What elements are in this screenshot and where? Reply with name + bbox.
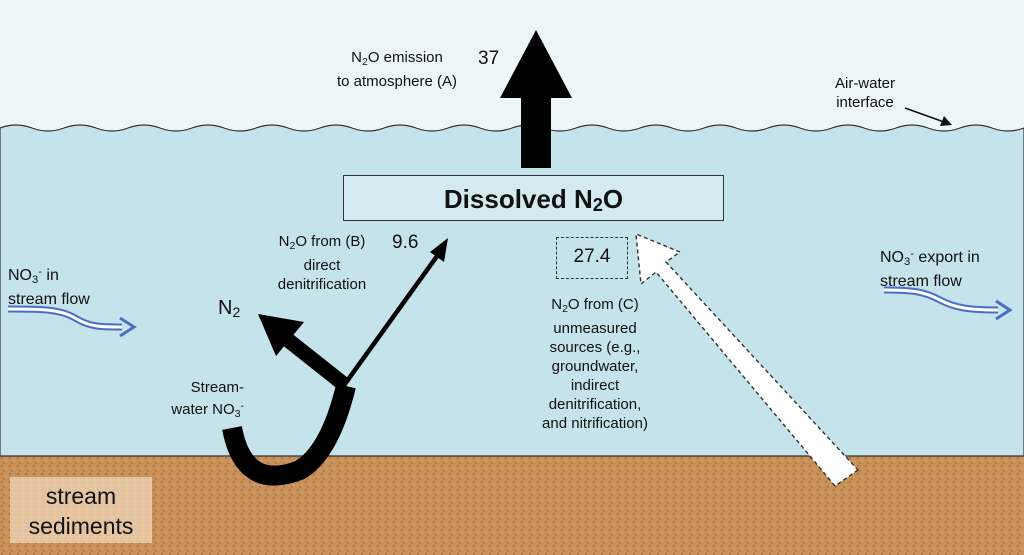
- unmeasured-value-box: 27.4: [556, 237, 628, 279]
- direct-arrow-shaft: [340, 250, 442, 390]
- emission-arrow: [500, 30, 572, 168]
- n2-arrow-shaft: [283, 334, 351, 392]
- unmeasured-arrow: [635, 232, 860, 487]
- direct-value: 9.6: [392, 232, 419, 253]
- direct-arrow-head: [430, 238, 448, 262]
- sediment-region: [0, 456, 1024, 555]
- direct-label: N2O from (B) direct denitrification: [277, 233, 367, 293]
- inflow-flow-arrow: [7, 305, 137, 338]
- air-region: [0, 0, 1024, 135]
- streamwater-hook: [222, 383, 356, 486]
- export-flow-arrow: [883, 286, 1013, 321]
- interface-pointer: [904, 107, 945, 123]
- n2-arrow-head: [258, 314, 304, 356]
- streamwater-no3-label: Stream- water NO3-: [171, 379, 244, 420]
- interface-pointer-head: [940, 116, 952, 126]
- interface-label: Air-water interface: [834, 75, 895, 111]
- dissolved-n2o-box: Dissolved N2O: [343, 175, 724, 221]
- n2-label: N2: [218, 297, 241, 320]
- no3-inflow-label: NO3- in stream flow: [8, 266, 90, 308]
- dissolved-n2o-title: Dissolved N2O: [443, 184, 624, 215]
- no3-export-label: NO3- export in stream flow: [880, 248, 980, 290]
- stream-sediments-label: stream sediments: [10, 477, 152, 543]
- unmeasured-value: 27.4: [573, 246, 611, 267]
- emission-value: 37: [478, 48, 500, 69]
- unmeasured-label: N2O from (C) unmeasured sources (e.g., g…: [542, 296, 648, 432]
- emission-label: N2O emission to atmosphere (A): [336, 49, 458, 90]
